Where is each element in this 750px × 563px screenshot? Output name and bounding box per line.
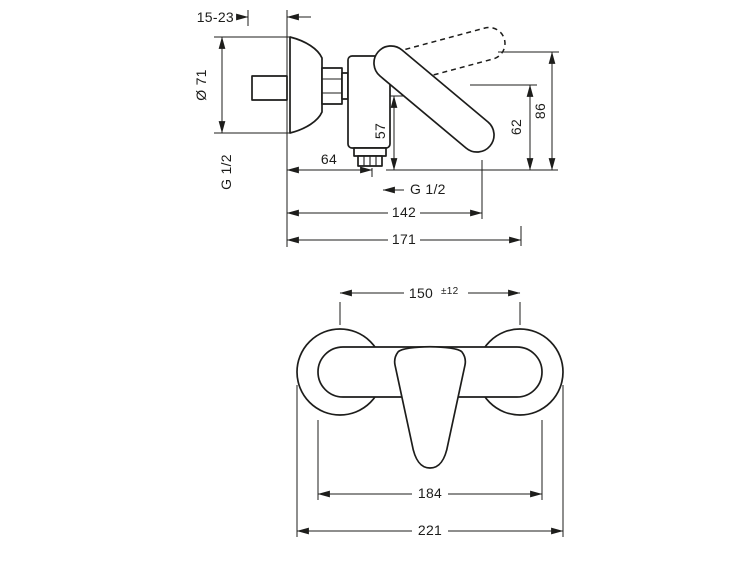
dim-hole-spacing: 150 bbox=[409, 285, 433, 301]
dim-spout-offset: 64 bbox=[321, 151, 337, 167]
dim-depth-to-handle: 142 bbox=[392, 204, 416, 220]
union-nut bbox=[321, 67, 343, 105]
outlet-flange bbox=[353, 147, 387, 157]
dim-escutcheon-diameter: Ø 71 bbox=[193, 69, 209, 101]
dim-mounting-depth-range: 15-23 bbox=[197, 9, 234, 25]
nut-spacer bbox=[341, 72, 349, 100]
label-supply-thread: G 1/2 bbox=[218, 154, 234, 190]
label-outlet-thread: G 1/2 bbox=[410, 181, 446, 197]
supply-stub bbox=[251, 75, 288, 101]
dim-body-width: 184 bbox=[418, 485, 442, 501]
dim-hole-spacing-tolerance: ±12 bbox=[441, 286, 459, 297]
dim-overall-width: 221 bbox=[418, 522, 442, 538]
dim-spout-height: 57 bbox=[372, 123, 388, 139]
escutcheon-side bbox=[289, 36, 323, 134]
side-view: 15-23 Ø 71 G 1/2 64 57 bbox=[193, 9, 559, 247]
handle-front bbox=[393, 345, 467, 469]
handle-lever bbox=[373, 45, 495, 153]
dim-depth-total: 171 bbox=[392, 231, 416, 247]
front-view: 150 ±12 184 221 bbox=[296, 285, 564, 538]
dim-handle-height-closed: 62 bbox=[508, 119, 524, 135]
dim-handle-height-open: 86 bbox=[532, 103, 548, 119]
handle-lever-raised-outline bbox=[387, 26, 506, 86]
